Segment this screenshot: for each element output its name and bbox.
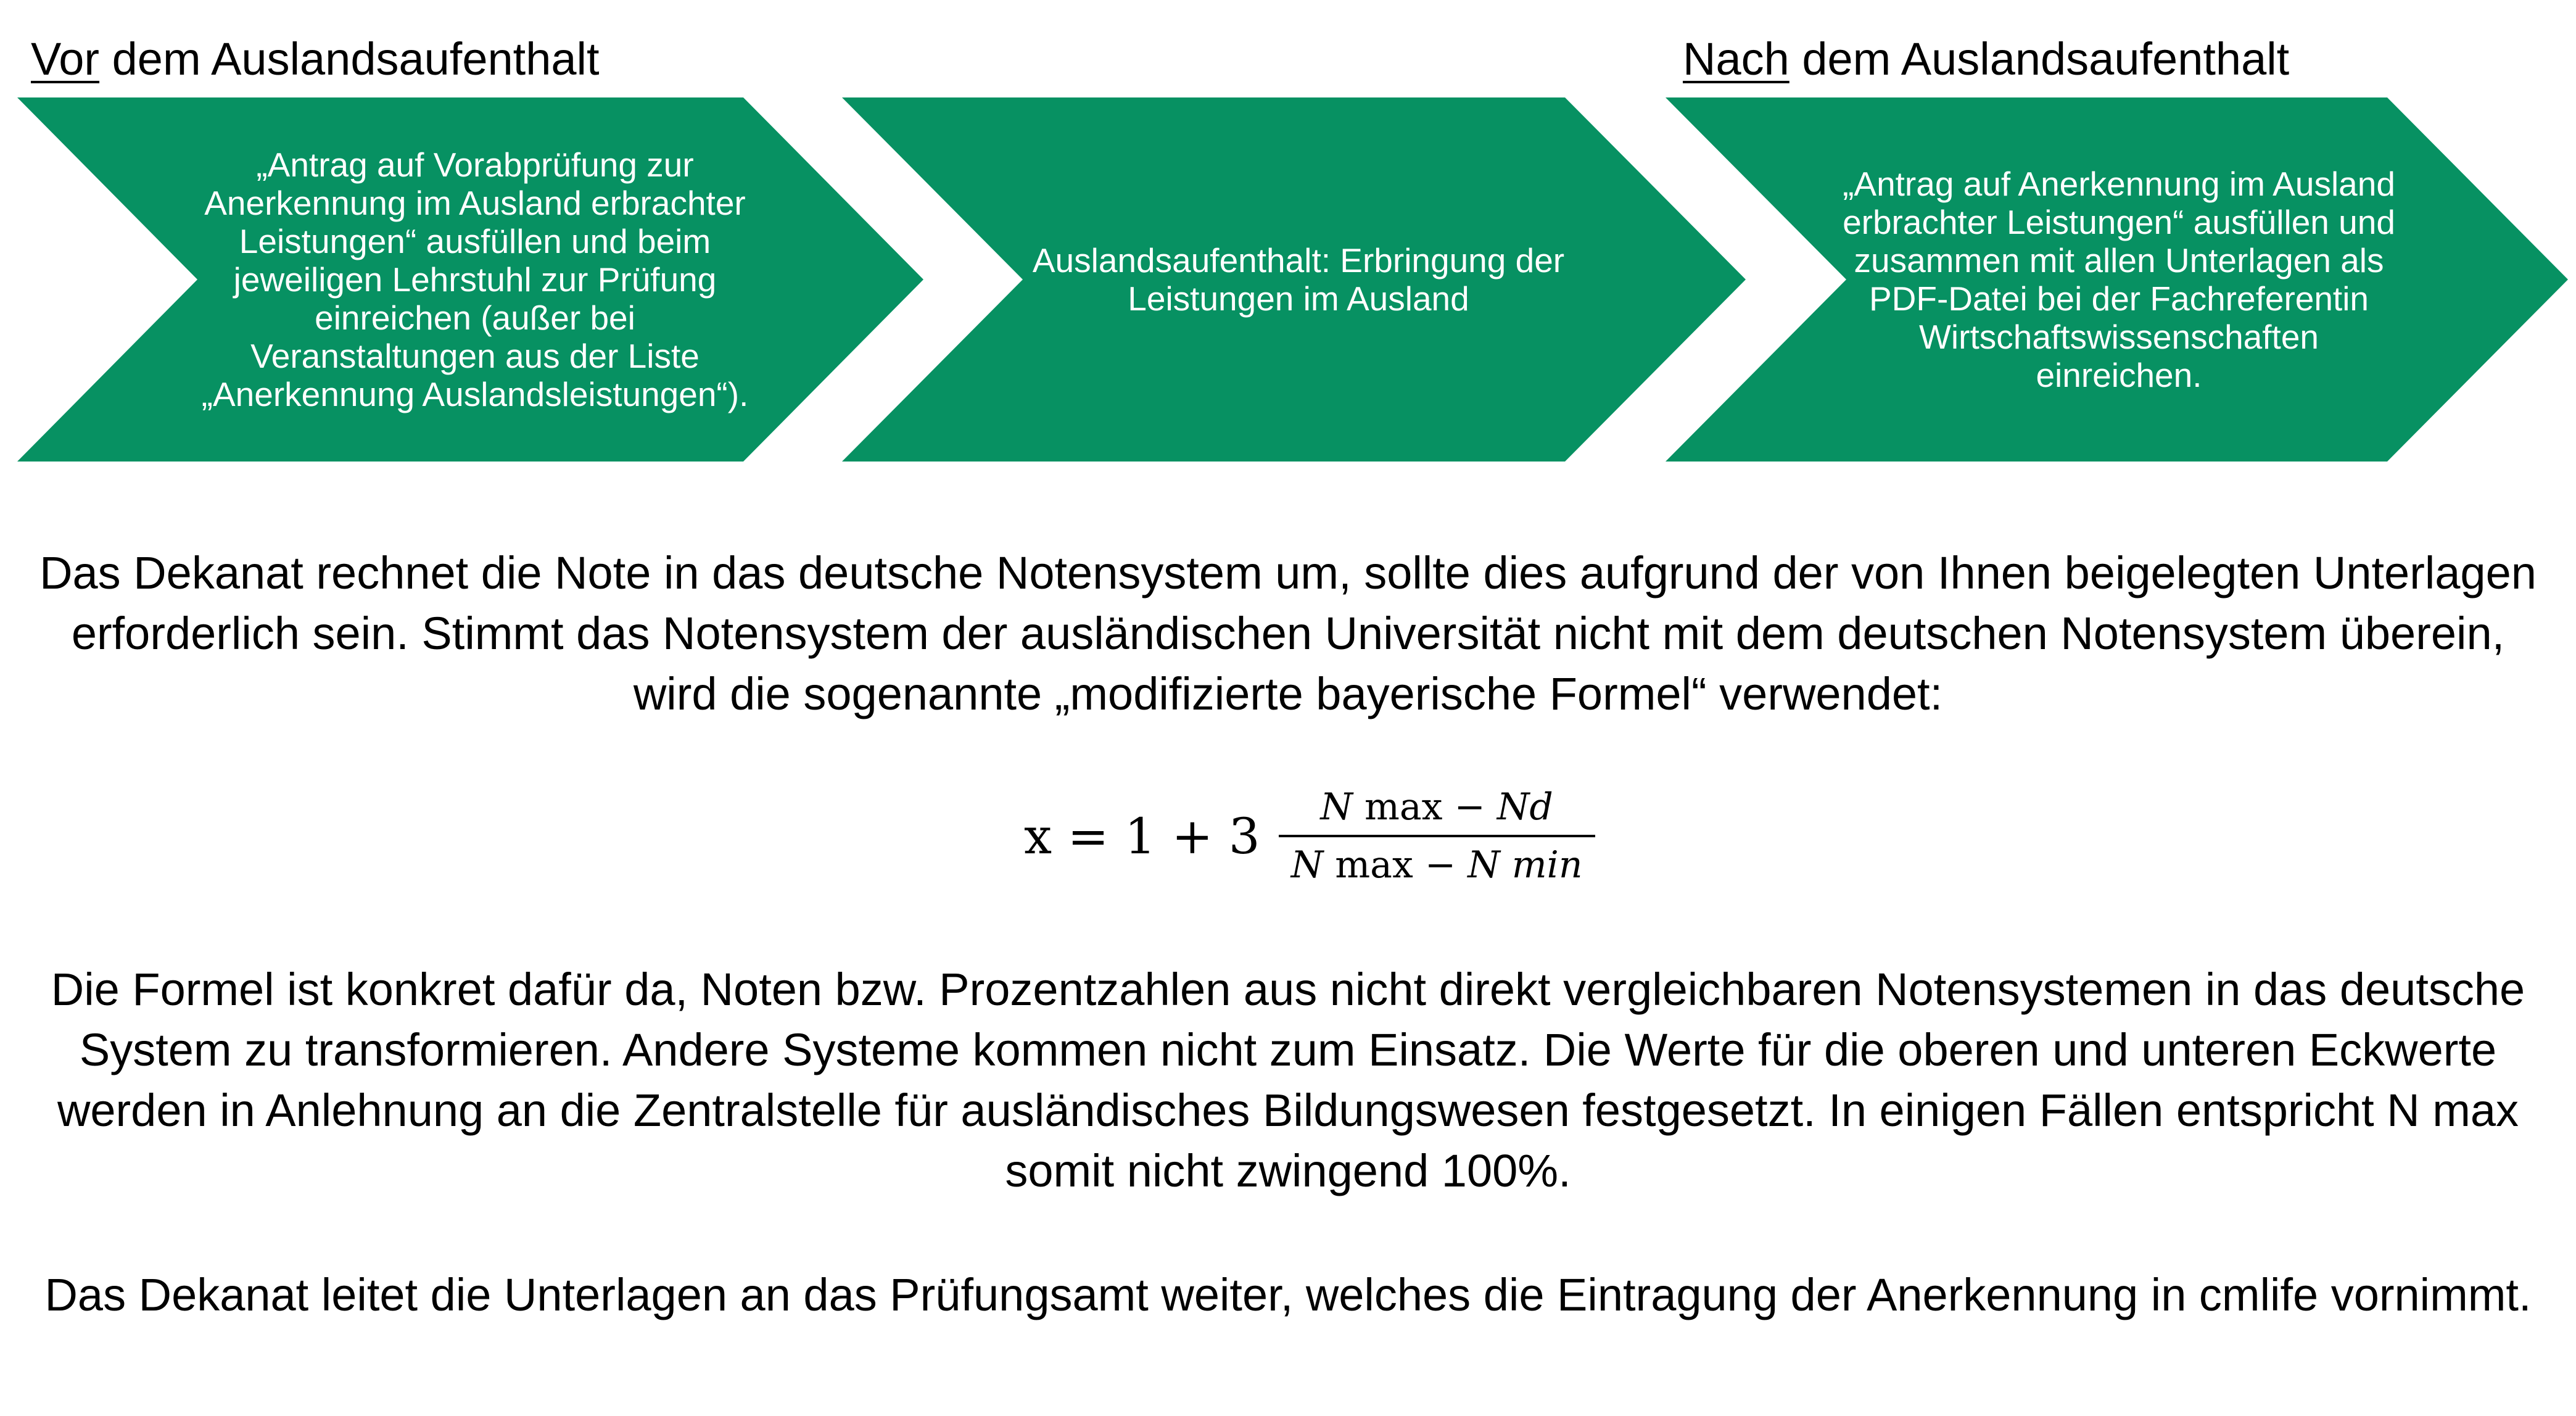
formula-lhs: x = 1 + 3 xyxy=(1024,807,1260,865)
formula-denominator: N max − N min xyxy=(1279,837,1595,887)
formula-numerator-nd: Nd xyxy=(1496,785,1553,829)
formula-denominator-max: max − xyxy=(1323,843,1468,887)
formula-numerator-n: N xyxy=(1320,785,1353,829)
step-3-text: „Antrag auf Anerkennung im Ausland erbra… xyxy=(1843,165,2395,394)
step-2-text: Auslandsaufenthalt: Erbringung der Leist… xyxy=(1032,241,1565,318)
paragraph-grade-conversion: Das Dekanat rechnet die Note in das deut… xyxy=(39,547,2537,719)
step-1-text: „Antrag auf Vorabprüfung zur Anerkennung… xyxy=(201,146,749,413)
chevron-step-2 xyxy=(842,97,1746,462)
chevron-step-3 xyxy=(1666,97,2568,462)
chevron-step-1 xyxy=(17,97,923,462)
formula-numerator-max: max − xyxy=(1352,785,1497,829)
phase-label-after-keyword: Nach xyxy=(1683,33,1790,85)
formula-numerator: N max − Nd xyxy=(1308,785,1565,835)
process-chevrons xyxy=(17,97,2568,462)
formula-denominator-nmin: N min xyxy=(1468,843,1583,887)
formula-fraction-bar xyxy=(1278,835,1595,837)
formula-denominator-n: N xyxy=(1290,843,1324,887)
phase-label-before-keyword: Vor xyxy=(31,33,100,85)
phase-label-after: Nach dem Auslandsaufenthalt xyxy=(1683,30,2289,89)
phase-label-after-rest: dem Auslandsaufenthalt xyxy=(1789,33,2290,85)
bavarian-formula: x = 1 + 3 N max − Nd N max − N min xyxy=(1024,784,1595,888)
formula-fraction: N max − Nd N max − N min xyxy=(1278,785,1595,887)
paragraph-forwarding: Das Dekanat leitet die Unterlagen an das… xyxy=(44,1269,2532,1320)
phase-label-before-rest: dem Auslandsaufenthalt xyxy=(99,33,600,85)
paragraph-formula-explanation: Die Formel ist konkret dafür da, Noten b… xyxy=(51,964,2525,1196)
phase-label-before: Vor dem Auslandsaufenthalt xyxy=(31,30,600,89)
